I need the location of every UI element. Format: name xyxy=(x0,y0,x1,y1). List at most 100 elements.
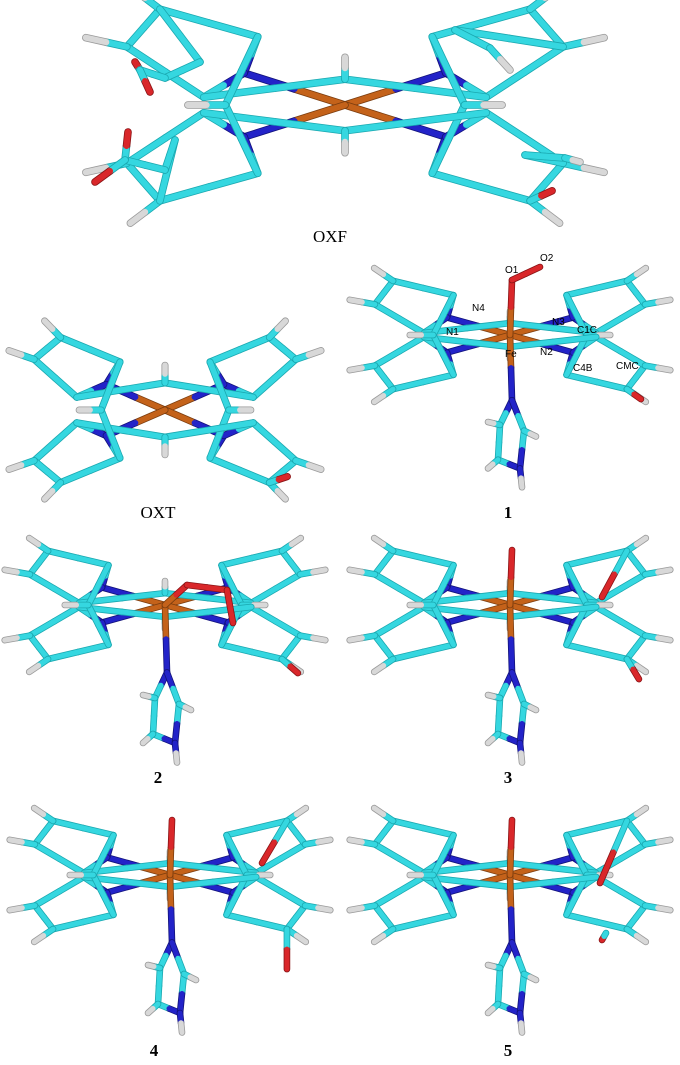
bond xyxy=(618,888,648,909)
bond xyxy=(168,817,175,850)
bond xyxy=(7,905,25,913)
bond xyxy=(508,906,515,945)
bond xyxy=(464,320,513,331)
bond xyxy=(522,152,548,160)
bond xyxy=(85,582,101,608)
bond xyxy=(293,805,309,818)
bond xyxy=(98,383,114,413)
bond xyxy=(162,590,211,601)
bond xyxy=(132,407,168,426)
bond xyxy=(594,919,630,932)
bond xyxy=(75,642,111,655)
bond xyxy=(275,473,291,483)
bond xyxy=(523,264,543,276)
bond xyxy=(430,312,446,338)
bond xyxy=(527,0,548,13)
bond xyxy=(372,618,402,639)
bond xyxy=(390,548,426,561)
bond xyxy=(162,609,211,620)
bond xyxy=(123,160,147,185)
bond xyxy=(396,334,427,354)
atom-label-n3: N3 xyxy=(552,317,565,328)
bond xyxy=(156,6,183,39)
bond xyxy=(238,136,261,177)
bond xyxy=(219,555,255,568)
bond xyxy=(527,6,550,31)
bond xyxy=(123,43,169,76)
bond xyxy=(372,348,402,369)
bond xyxy=(162,380,212,393)
bond xyxy=(6,347,25,358)
bond xyxy=(420,555,456,568)
bond xyxy=(2,635,20,643)
bond xyxy=(507,879,556,890)
bond xyxy=(574,312,590,338)
bond xyxy=(420,285,456,298)
bond xyxy=(32,841,62,862)
bond xyxy=(167,872,174,912)
bond xyxy=(178,1020,185,1035)
bond xyxy=(445,67,468,108)
bond xyxy=(291,102,348,124)
bond xyxy=(390,649,426,662)
bond xyxy=(234,852,250,878)
bond xyxy=(140,6,163,31)
caption-1: 1 xyxy=(503,503,513,522)
bond xyxy=(518,1020,525,1035)
bond xyxy=(371,265,387,278)
bond xyxy=(478,6,534,26)
bond xyxy=(445,102,468,143)
bond xyxy=(371,535,387,548)
bond xyxy=(631,391,644,402)
bond xyxy=(430,602,446,628)
atom-label-o2: O2 xyxy=(540,253,554,264)
bond xyxy=(372,841,402,862)
bond xyxy=(633,805,649,818)
bond xyxy=(168,906,175,945)
bond xyxy=(162,427,212,440)
bond xyxy=(236,467,273,486)
bond xyxy=(95,622,111,648)
bond xyxy=(508,277,515,310)
bond xyxy=(506,35,567,50)
bond xyxy=(485,419,497,426)
bond xyxy=(6,462,25,473)
bond xyxy=(278,841,308,862)
bond xyxy=(430,852,446,878)
bond xyxy=(564,292,580,318)
atom-label-cmc: CMC xyxy=(616,361,639,372)
bond xyxy=(124,860,173,871)
bond xyxy=(156,167,171,204)
bond xyxy=(92,168,113,185)
bond xyxy=(440,892,456,918)
structure-3 xyxy=(346,534,674,766)
bond xyxy=(145,1006,156,1016)
bond xyxy=(655,297,673,305)
bond xyxy=(57,467,94,486)
bond xyxy=(224,832,240,858)
bond xyxy=(205,170,261,191)
bond xyxy=(173,750,180,765)
bond xyxy=(222,67,245,108)
bond xyxy=(140,736,151,746)
bond xyxy=(507,602,514,642)
bond xyxy=(205,19,261,40)
bond xyxy=(371,805,387,818)
bond xyxy=(390,278,426,291)
bond xyxy=(509,670,521,691)
bond xyxy=(569,157,583,165)
bond xyxy=(103,39,130,50)
bond xyxy=(51,604,82,624)
bond xyxy=(412,109,490,125)
bond xyxy=(610,818,630,855)
bond xyxy=(521,43,567,76)
bond xyxy=(216,383,232,413)
bond xyxy=(271,438,299,464)
bond xyxy=(253,856,284,876)
bond xyxy=(90,872,106,898)
bond xyxy=(509,271,529,283)
bond xyxy=(574,852,590,878)
bond xyxy=(305,347,324,358)
bond xyxy=(483,69,528,101)
